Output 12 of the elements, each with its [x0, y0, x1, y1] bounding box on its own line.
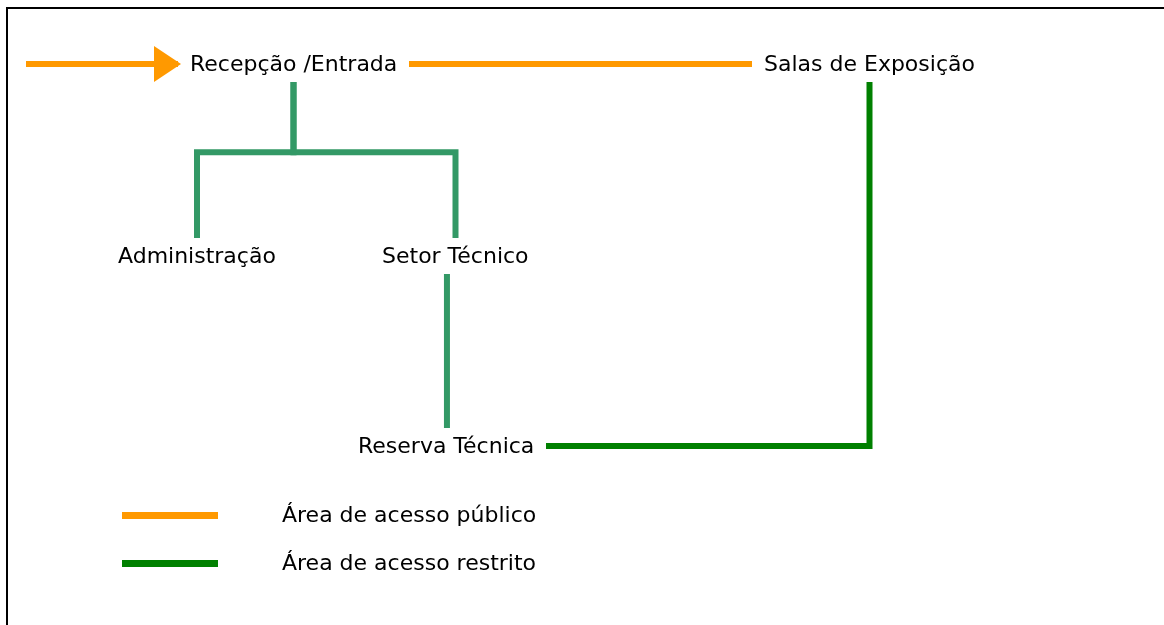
node-label: Setor Técnico [382, 242, 529, 270]
connector-line [443, 274, 450, 428]
connector-line [409, 61, 752, 67]
legend-text: Área de acesso público [282, 501, 537, 529]
node-label: Administração [118, 242, 276, 270]
node-label: Reserva Técnica [358, 432, 535, 460]
connector-line [546, 82, 873, 449]
connector-line [290, 82, 459, 238]
legend-text: Área de acesso restrito [282, 549, 537, 577]
node-label: Recepção /Entrada [190, 50, 398, 78]
arrow [26, 46, 181, 82]
node-label: Salas de Exposição [764, 50, 975, 78]
